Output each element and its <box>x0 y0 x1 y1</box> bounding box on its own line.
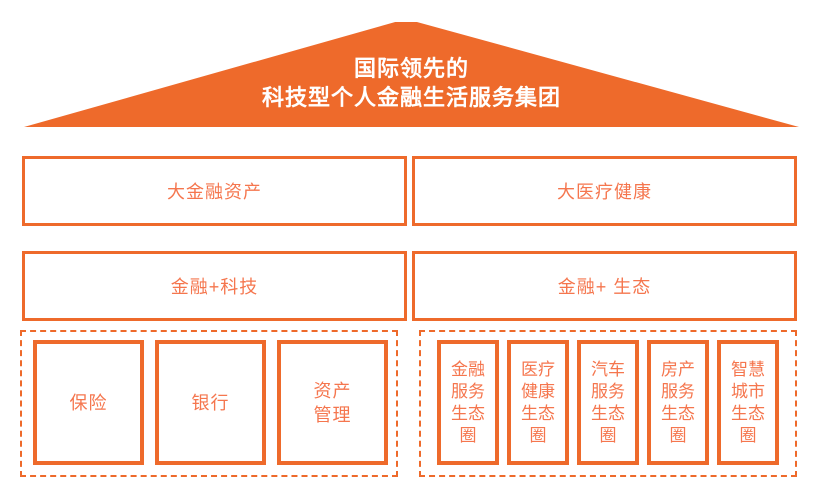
ecosystem-group-right: 金融 服务 生态 圈 医疗 健康 生态 圈 汽车 服务 生态 圈 房产 服务 生… <box>419 330 797 477</box>
roof-title-line2: 科技型个人金融生活服务集团 <box>261 85 561 110</box>
tier2-cell-finance-tech: 金融+科技 <box>22 251 407 321</box>
unit-smart-city-ecosystem: 智慧 城市 生态 圈 <box>717 340 779 465</box>
unit-auto-services-ecosystem: 汽车 服务 生态 圈 <box>577 340 639 465</box>
unit-asset-management: 资产 管理 <box>277 340 388 465</box>
tier2-cell-finance-ecosystem: 金融+ 生态 <box>412 251 797 321</box>
unit-financial-services-ecosystem: 金融 服务 生态 圈 <box>437 340 499 465</box>
roof-triangle: 国际领先的 科技型个人金融生活服务集团 <box>24 22 799 127</box>
unit-banking: 银行 <box>155 340 266 465</box>
tier1-row: 大金融资产 大医疗健康 <box>22 156 797 226</box>
tier1-cell-medical-health: 大医疗健康 <box>412 156 797 226</box>
roof-title: 国际领先的 科技型个人金融生活服务集团 <box>24 54 799 112</box>
business-group-left: 保险 银行 资产 管理 <box>20 330 398 477</box>
tier1-cell-financial-assets: 大金融资产 <box>22 156 407 226</box>
unit-insurance: 保险 <box>33 340 144 465</box>
unit-medical-health-ecosystem: 医疗 健康 生态 圈 <box>507 340 569 465</box>
roof-title-line1: 国际领先的 <box>353 56 469 81</box>
tier2-row: 金融+科技 金融+ 生态 <box>22 251 797 321</box>
unit-real-estate-services-ecosystem: 房产 服务 生态 圈 <box>647 340 709 465</box>
